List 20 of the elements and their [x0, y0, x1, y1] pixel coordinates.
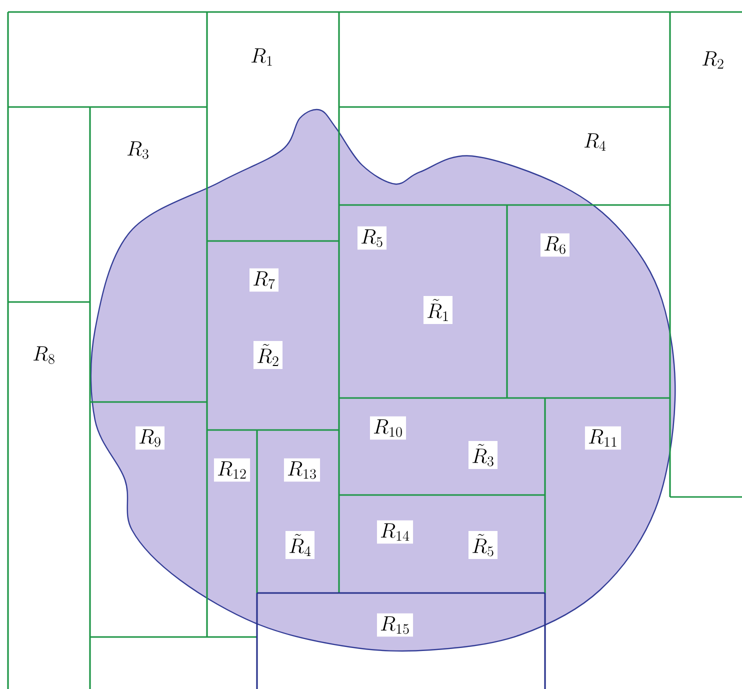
region-label: $R_{15}$ [376, 613, 414, 637]
region-label: $R_2$ [698, 48, 728, 72]
region-label: $R_7$ [250, 268, 278, 292]
region-label: $R_8$ [30, 343, 58, 367]
region-label: $\tilde{R}_3$ [468, 441, 498, 469]
region-label: $R_{12}$ [214, 458, 250, 482]
region-label: $R_{13}$ [284, 458, 320, 482]
region-label: $\tilde{R}_1$ [424, 296, 452, 324]
region-label: $\tilde{R}_4$ [286, 531, 314, 559]
region-label: $R_{10}$ [370, 416, 406, 440]
region-label: $R_{14}$ [376, 520, 414, 544]
region-label: $R_3$ [124, 138, 152, 162]
region-label: $R_4$ [580, 130, 610, 154]
region-label: $\tilde{R}_5$ [468, 531, 498, 559]
region-label: $R_5$ [358, 226, 386, 250]
region-label: $R_6$ [540, 233, 570, 257]
region-label: $\tilde{R}_2$ [254, 341, 282, 369]
region-label: $R_1$ [248, 45, 276, 69]
region-label: $R_{11}$ [584, 426, 622, 450]
region-label: $R_9$ [136, 426, 164, 450]
